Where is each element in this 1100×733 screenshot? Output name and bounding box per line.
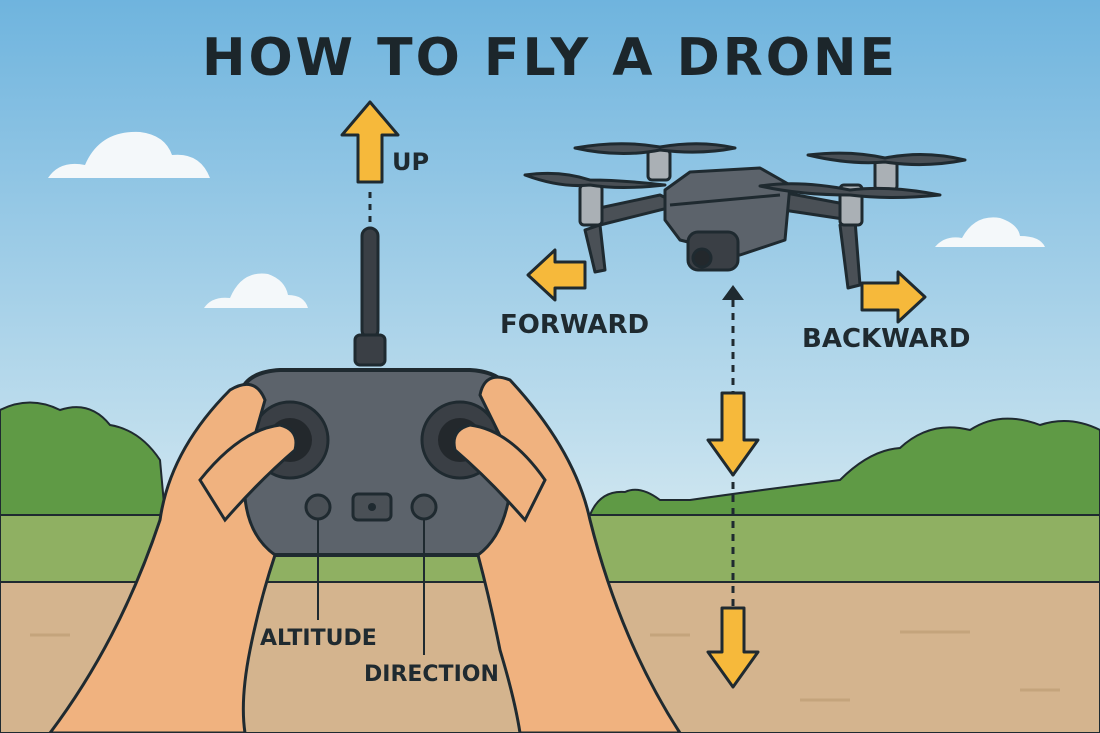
forward-arrow: [526, 248, 587, 302]
label-up: UP: [392, 148, 430, 176]
backward-arrow: [860, 270, 927, 324]
page-title: HOW TO FLY A DRONE: [201, 28, 899, 88]
label-forward: FORWARD: [500, 310, 650, 340]
antenna: [360, 226, 380, 340]
label-direction: DIRECTION: [364, 662, 499, 687]
trees: [0, 401, 1100, 516]
direction-button[interactable]: [410, 493, 438, 521]
up-arrow: [340, 100, 400, 184]
down-arrow-lower: [706, 606, 760, 689]
right-thumb: [452, 423, 547, 523]
cloud: [48, 131, 1045, 308]
altitude-button[interactable]: [304, 493, 332, 521]
drone: [523, 142, 967, 290]
label-altitude: ALTITUDE: [260, 626, 377, 651]
left-thumb: [198, 423, 298, 523]
label-backward: BACKWARD: [802, 324, 971, 354]
down-arrow: [706, 391, 760, 477]
